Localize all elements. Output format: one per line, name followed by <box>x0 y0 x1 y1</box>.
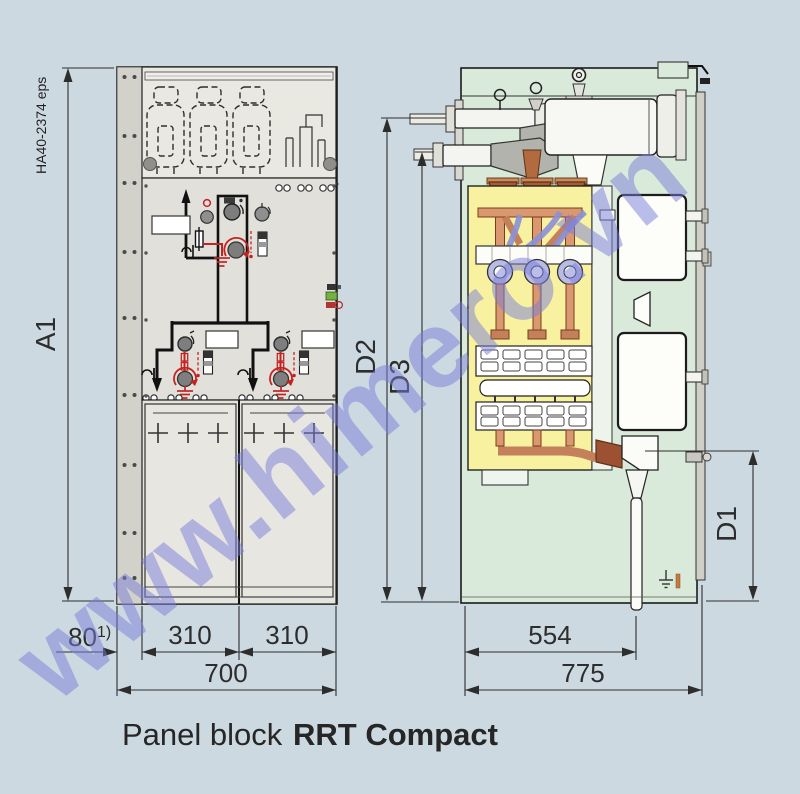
mechanism-box-lower <box>616 331 688 432</box>
front-view <box>116 66 344 605</box>
gland-plate-hole-left <box>143 157 157 171</box>
indicator-lamps-top <box>275 184 335 192</box>
dim-label-310-left: 310 <box>168 620 211 650</box>
cable <box>630 497 643 611</box>
outlet-bushing <box>595 439 623 469</box>
dimension-widths-front: 801) 310 310 700 <box>56 606 337 696</box>
door-section <box>141 399 337 605</box>
earth-tag <box>675 573 681 589</box>
dim-label-80: 801) <box>68 622 111 652</box>
cable-termination-dashed-3 <box>232 86 271 176</box>
switch-compartment <box>467 185 623 471</box>
cable-termination-dashed-2 <box>189 86 228 176</box>
dimension-depths-side: 554 775 <box>464 585 703 696</box>
mimic-section <box>141 177 344 403</box>
door-left <box>144 403 237 598</box>
cable-termination <box>621 435 659 611</box>
front-flange <box>454 99 464 181</box>
earth-symbol <box>177 386 193 399</box>
dimensions: A1 HA40-2374 eps 801) 310 310 700 55 <box>30 67 759 696</box>
figure-code: HA40-2374 eps <box>33 77 49 174</box>
switch-cylinder <box>544 89 687 186</box>
dim-label-554: 554 <box>528 620 571 650</box>
copper-drops <box>490 283 580 340</box>
incoming-feeder-mimic <box>151 189 271 325</box>
dim-label-775: 775 <box>561 658 604 688</box>
funnel <box>633 290 651 328</box>
busbar-connection-lower <box>413 142 492 168</box>
rear-hook <box>688 65 709 75</box>
rear-rail <box>695 91 706 581</box>
side-view <box>409 61 712 611</box>
sensor-rings <box>486 258 584 286</box>
earth-connection <box>203 243 223 256</box>
caption: Panel block RRT Compact <box>122 717 498 752</box>
red-indicator-ring <box>202 198 212 208</box>
insulator-bell <box>572 154 608 186</box>
aux-shaft <box>254 206 270 222</box>
dimension-d1: D1 <box>645 450 759 602</box>
earth-symbol <box>214 257 230 267</box>
switch-shaft <box>177 336 193 352</box>
switch-operating-shaft <box>223 203 241 221</box>
dim-label-d3: D3 <box>384 359 415 395</box>
outgoing-feeder-mimic <box>141 321 239 402</box>
dimension-d2: D2 <box>350 117 459 603</box>
label-plate <box>151 215 191 235</box>
top-compartment <box>141 66 337 179</box>
pushbutton <box>200 210 214 224</box>
contact-symbol <box>181 246 192 253</box>
top-bracket <box>657 61 689 79</box>
earth-terminal-symbol <box>659 570 673 589</box>
base-step <box>481 469 529 486</box>
panel-screw-dots <box>144 184 336 398</box>
operating-mechanisms <box>599 193 712 463</box>
shutter-bar <box>479 379 591 397</box>
dim-label-310-right: 310 <box>265 620 308 650</box>
screw-dot <box>335 182 339 186</box>
label-plate <box>205 330 239 349</box>
mounting-strip <box>116 66 143 605</box>
earthing-switch-shaft <box>176 370 194 388</box>
door-right <box>241 403 334 598</box>
screw-plus-marks <box>148 423 324 443</box>
dim-label-d1: D1 <box>711 506 742 542</box>
dim-label-a1: A1 <box>30 317 61 351</box>
earthing-switch-shaft <box>227 241 245 259</box>
partition-wall <box>591 185 613 471</box>
dimension-a1: A1 <box>30 67 114 602</box>
up-arrow <box>181 189 191 203</box>
gland-plate-hole-right <box>323 157 337 171</box>
mounting-bolt-dots <box>122 75 137 580</box>
dim-label-700: 700 <box>204 658 247 688</box>
voltage-indicator-block <box>325 284 344 310</box>
dim-label-d2: D2 <box>350 339 381 375</box>
dimension-d3: D3 <box>384 151 434 601</box>
support-bracket-outline <box>285 114 326 167</box>
contact-symbol <box>141 369 153 376</box>
mechanism-box-upper <box>616 193 688 282</box>
cable-termination-dashed-1 <box>146 86 185 176</box>
copper-outlet <box>495 429 623 469</box>
